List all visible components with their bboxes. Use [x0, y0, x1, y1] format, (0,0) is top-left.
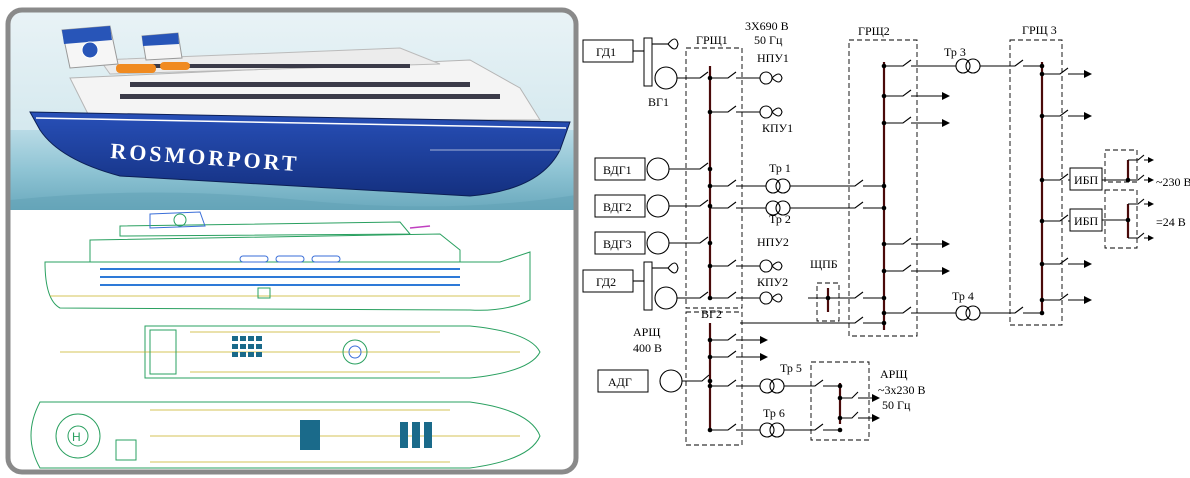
- ups1-label: ИБП: [1074, 173, 1099, 187]
- arsh-main-voltage: 400 В: [633, 341, 662, 355]
- kpu2-label: КПУ2: [757, 275, 788, 289]
- tr1-label: Тр 1: [769, 161, 791, 175]
- generator-vg1: [654, 66, 678, 90]
- npu1-feeder: НПУ1: [710, 51, 789, 85]
- gd2-group: ГД2 ВГ2: [582, 261, 722, 321]
- vdg2-group: ВДГ2: [594, 194, 710, 218]
- shchpb-label: ЩПБ: [810, 257, 838, 271]
- ac230-label: ~230 В: [1156, 175, 1190, 189]
- grsh3-label: ГРЩ 3: [1022, 23, 1057, 37]
- arsh-right-outline: [810, 361, 870, 441]
- grsh3-feeders: [1042, 67, 1092, 304]
- grsh1-label: ГРЩ1: [696, 33, 728, 47]
- tr3-label: Тр 3: [944, 45, 966, 59]
- ship-illustration-panel: ROSMORPORT: [8, 10, 576, 472]
- adg-label: АДГ: [608, 375, 632, 389]
- shchpb-outline: [816, 282, 840, 322]
- arsh-right-group: АРЩ ~3х230 В 50 Гц: [840, 367, 926, 422]
- npu1-label: НПУ1: [757, 51, 789, 65]
- gd1-group: ГД1 ВГ1: [582, 37, 710, 109]
- tr3-link: Тр 3: [884, 45, 1042, 74]
- shchpb-link: ЩПБ: [740, 257, 884, 324]
- dc24-label: =24 В: [1156, 215, 1186, 229]
- arsh-outline: [685, 311, 743, 446]
- grsh2-label: ГРЩ2: [858, 24, 890, 38]
- tr6-link: Тр 6: [710, 406, 840, 438]
- vdg2-label: ВДГ2: [603, 200, 632, 214]
- deck-plan-1: [60, 325, 541, 379]
- panel-frame: [5, 7, 579, 475]
- tr4-label: Тр 4: [952, 289, 974, 303]
- electrical-diagram: ГД1 ВГ1 ВДГ1 ВДГ2 ВДГ3: [582, 19, 1190, 446]
- gd2-label: ГД2: [596, 275, 616, 289]
- deck-plan-2: H: [30, 401, 541, 469]
- ups2-outline: [1104, 189, 1138, 249]
- vdg1-group: ВДГ1: [594, 157, 710, 181]
- vg1-label: ВГ1: [648, 95, 669, 109]
- tr1-link: Тр 1: [710, 161, 884, 194]
- grsh2-feeders: [883, 89, 950, 275]
- vg2-label: ВГ2: [701, 307, 722, 321]
- grsh2-outline: [848, 39, 918, 337]
- kpu2-feeder: КПУ2: [710, 275, 788, 305]
- arsh-feeders: [710, 333, 768, 361]
- arsh-right-label: АРЩ: [880, 367, 907, 381]
- npu2-label: НПУ2: [757, 235, 789, 249]
- grsh1-outline: [685, 47, 743, 309]
- ferry-photo: ROSMORPORT: [8, 10, 576, 210]
- ups2-group: ИБП =24 В: [1069, 198, 1186, 241]
- aux-voltage-line2: 50 Гц: [882, 398, 911, 412]
- ship-plans: H: [8, 210, 576, 472]
- vdg3-label: ВДГ3: [603, 237, 632, 251]
- gd1-label: ГД1: [596, 45, 616, 59]
- svg-text:H: H: [72, 430, 81, 444]
- aux-voltage-line1: ~3х230 В: [878, 383, 926, 397]
- junction-dots: [707, 63, 1131, 433]
- propeller-icon: [667, 38, 679, 50]
- tr2-label: Тр 2: [769, 212, 791, 226]
- tr2-link: Тр 2: [710, 200, 884, 226]
- arsh-main-label: АРЩ: [633, 325, 660, 339]
- tr5-label: Тр 5: [780, 361, 802, 375]
- grsh3-outline: [1009, 39, 1063, 326]
- kpu1-feeder: КПУ1: [710, 105, 793, 135]
- tr6-label: Тр 6: [763, 406, 785, 420]
- side-profile: [44, 211, 531, 311]
- main-voltage-line1: 3Х690 В: [745, 19, 789, 33]
- adg-group: АДГ АРЩ 400 В: [597, 325, 710, 393]
- ups2-label: ИБП: [1074, 214, 1099, 228]
- ups1-outline: [1104, 149, 1138, 183]
- vdg3-group: ВДГ3: [594, 231, 710, 255]
- kpu1-label: КПУ1: [762, 121, 793, 135]
- main-voltage-line2: 50 Гц: [754, 33, 783, 47]
- tr5-link: Тр 5: [710, 361, 840, 394]
- tr4-link: Тр 4: [884, 289, 1042, 321]
- vdg1-label: ВДГ1: [603, 163, 632, 177]
- ups1-group: ИБП ~230 В: [1069, 154, 1190, 191]
- npu2-feeder: НПУ2: [710, 235, 789, 273]
- generator-vg2: [654, 286, 678, 310]
